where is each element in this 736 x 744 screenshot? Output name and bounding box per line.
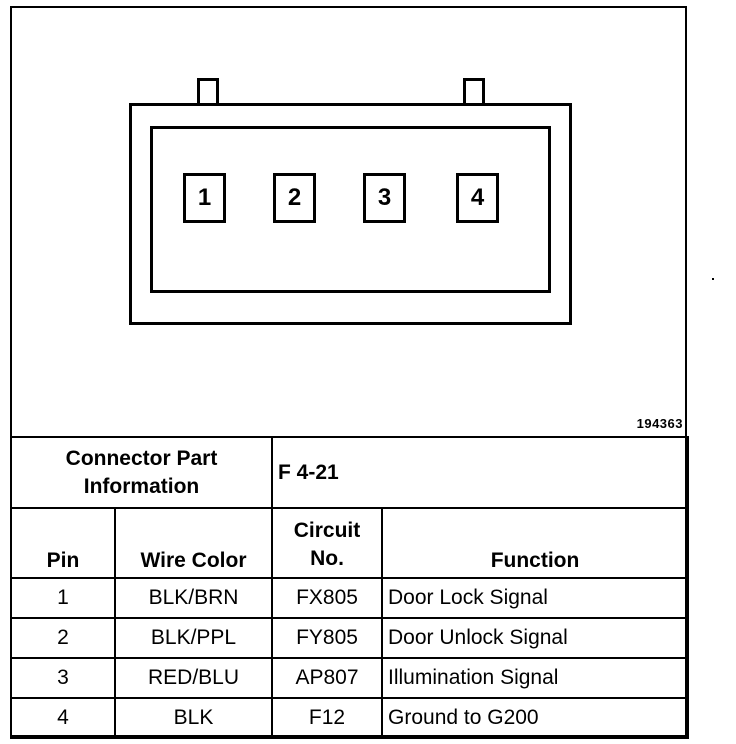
cell-function: Ground to G200 (381, 697, 690, 739)
part-info-label-text: Connector Part Information (65, 446, 218, 498)
part-info-value: F 4-21 (271, 436, 690, 509)
connector-drawing: 1 2 3 4 194363 (10, 6, 687, 438)
stray-mark (712, 278, 714, 280)
header-row: Pin Wire Color Circuit No. Function (10, 507, 690, 579)
header-wire-color: Wire Color (113, 507, 274, 579)
connector-pin-1: 1 (183, 173, 226, 223)
cell-function: Door Unlock Signal (381, 617, 690, 659)
cell-pin: 3 (10, 657, 116, 699)
cell-circuit: AP807 (271, 657, 384, 699)
cell-pin: 2 (10, 617, 116, 659)
header-pin: Pin (10, 507, 116, 579)
cell-pin: 4 (10, 697, 116, 739)
cell-function: Door Lock Signal (381, 577, 690, 619)
cell-circuit: F12 (271, 697, 384, 739)
cell-wire-color: BLK/BRN (113, 577, 274, 619)
table-row: 2 BLK/PPL FY805 Door Unlock Signal (10, 617, 690, 659)
cell-function: Illumination Signal (381, 657, 690, 699)
part-info-row: Connector Part Information F 4-21 (9, 436, 690, 509)
table-row: 1 BLK/BRN FX805 Door Lock Signal (10, 577, 690, 619)
header-circuit: Circuit No. (271, 507, 384, 579)
cell-wire-color: RED/BLU (113, 657, 274, 699)
cell-circuit: FY805 (271, 617, 384, 659)
connector-table: Connector Part Information F 4-21 Pin Wi… (9, 436, 690, 739)
cell-wire-color: BLK/PPL (113, 617, 274, 659)
cell-circuit: FX805 (271, 577, 384, 619)
header-circuit-line2: No. (310, 547, 344, 570)
connector-pin-2: 2 (273, 173, 316, 223)
header-function: Function (381, 507, 690, 579)
part-info-label: Connector Part Information (9, 436, 274, 509)
cell-pin: 1 (10, 577, 116, 619)
connector-inner-housing (150, 126, 551, 293)
connector-latch-left (197, 78, 219, 110)
figure-id: 194363 (636, 416, 683, 431)
connector-pin-3: 3 (363, 173, 406, 223)
cell-wire-color: BLK (113, 697, 274, 739)
table-row: 4 BLK F12 Ground to G200 (10, 697, 690, 739)
connector-pin-4: 4 (456, 173, 499, 223)
header-circuit-line1: Circuit (293, 519, 361, 542)
table-row: 3 RED/BLU AP807 Illumination Signal (10, 657, 690, 699)
connector-latch-right (463, 78, 485, 110)
